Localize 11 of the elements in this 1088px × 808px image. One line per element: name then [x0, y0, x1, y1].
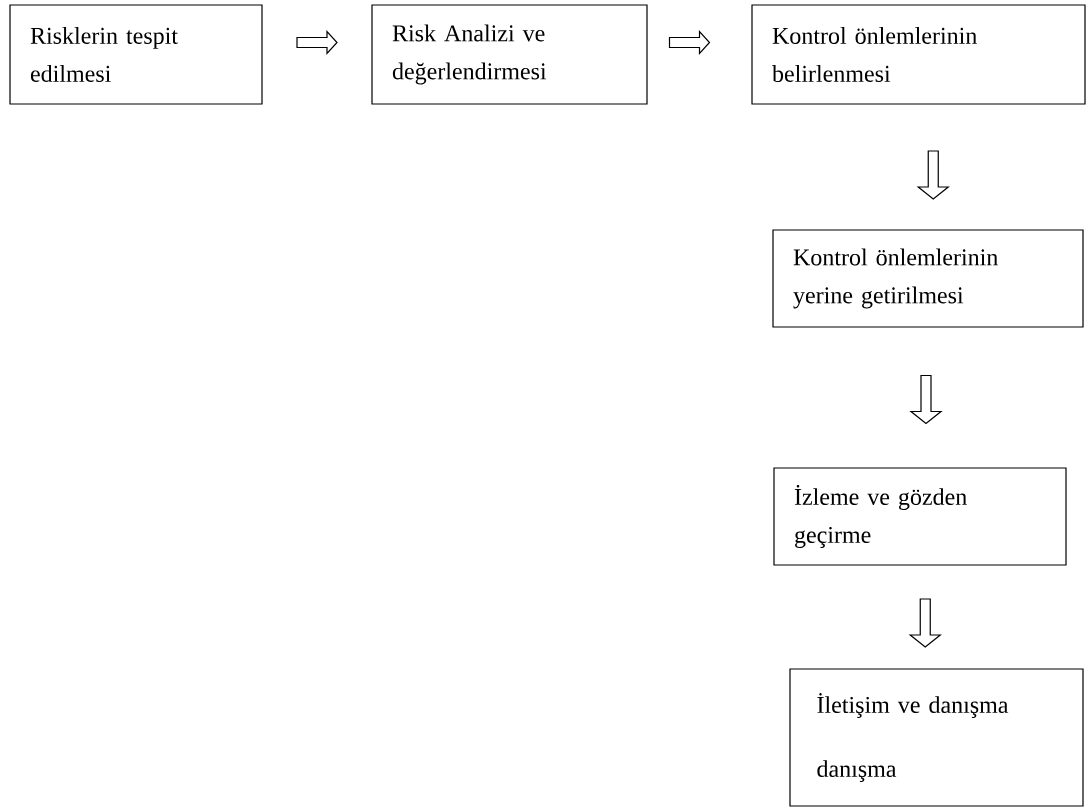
- block-arrow: [296, 29, 338, 56]
- process-box: Kontrol önlemlerinin yerine getirilmesi: [772, 229, 1084, 328]
- process-box: İletişim ve danışma danışma: [789, 668, 1084, 807]
- block-arrow: [668, 29, 711, 56]
- block-arrow: [908, 598, 942, 648]
- process-box: İzleme ve gözden geçirme: [773, 467, 1067, 566]
- process-box: Risklerin tespit edilmesi: [9, 4, 263, 105]
- block-arrow: [909, 374, 943, 425]
- process-box: Kontrol önlemlerinin belirlenmesi: [751, 4, 1086, 105]
- block-arrow: [916, 150, 950, 200]
- process-box: Risk Analizi ve değerlendirmesi: [371, 4, 648, 105]
